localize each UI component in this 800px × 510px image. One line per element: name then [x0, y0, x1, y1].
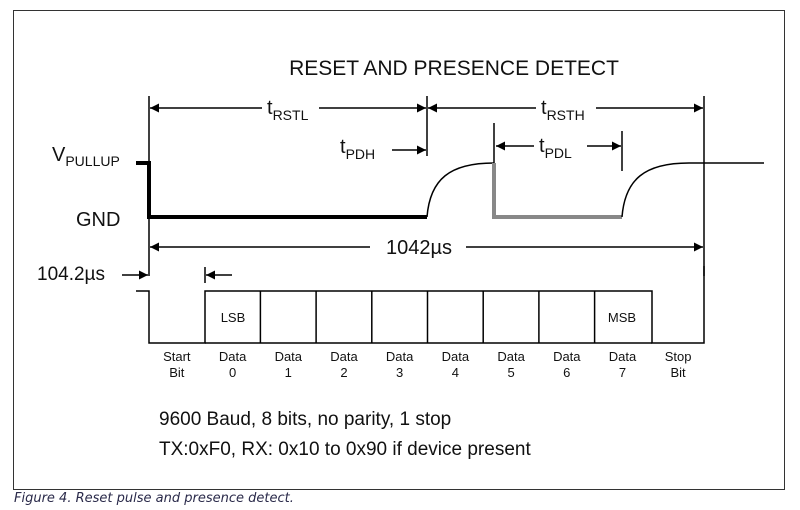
- master-reset-pulse: [136, 161, 427, 219]
- bit-label: Data: [497, 349, 525, 364]
- bit-time-label: 104.2µs: [37, 264, 105, 285]
- bit-label: 2: [340, 365, 347, 380]
- bit-label: Data: [609, 349, 637, 364]
- tx-rx-note: TX:0xF0, RX: 0x10 to 0x90 if device pres…: [159, 439, 531, 460]
- bit-label: Data: [275, 349, 303, 364]
- baud-note: 9600 Baud, 8 bits, no parity, 1 stop: [159, 409, 451, 430]
- trstl-label: tRSTL: [267, 97, 309, 123]
- bit-label: 4: [452, 365, 459, 380]
- bit-label: Stop: [665, 349, 692, 364]
- gnd-label: GND: [76, 209, 120, 231]
- recovery-rise-2: [621, 162, 764, 218]
- bit-label: 3: [396, 365, 403, 380]
- figure-frame: RESET AND PRESENCE DETECT VPULLUP GND tR…: [13, 10, 785, 490]
- figure-caption: Figure 4. Reset pulse and presence detec…: [14, 491, 294, 506]
- diagram-title: RESET AND PRESENCE DETECT: [289, 57, 619, 80]
- bit-labels: StartBitData0Data1Data2Data3Data4Data5Da…: [163, 349, 691, 380]
- lsb-label: LSB: [221, 310, 246, 325]
- bit-dividers: [259, 291, 596, 343]
- bit-label: Data: [386, 349, 414, 364]
- trsth-label: tRSTH: [541, 97, 585, 123]
- tpdl-label: tPDL: [539, 135, 572, 161]
- bit-label: 7: [619, 365, 626, 380]
- bit-label: Data: [553, 349, 581, 364]
- vpullup-label: VPULLUP: [52, 144, 120, 169]
- bit-label: Bit: [169, 365, 185, 380]
- bit-label: 0: [229, 365, 236, 380]
- bit-label: 5: [507, 365, 514, 380]
- recovery-rise-1: [426, 162, 495, 218]
- timing-diagram: RESET AND PRESENCE DETECT VPULLUP GND tR…: [37, 57, 764, 460]
- msb-label: MSB: [608, 310, 636, 325]
- bit-label: 1: [285, 365, 292, 380]
- bit-label: Start: [163, 349, 191, 364]
- bit-label: Data: [330, 349, 358, 364]
- bit-label: Data: [442, 349, 470, 364]
- presence-pulse: [492, 163, 622, 219]
- tpdh-label: tPDH: [340, 136, 375, 162]
- bit-label: Data: [219, 349, 247, 364]
- bit-label: Bit: [671, 365, 687, 380]
- total-duration-label: 1042µs: [386, 237, 452, 259]
- bit-label: 6: [563, 365, 570, 380]
- uart-frame-outline: [136, 290, 705, 344]
